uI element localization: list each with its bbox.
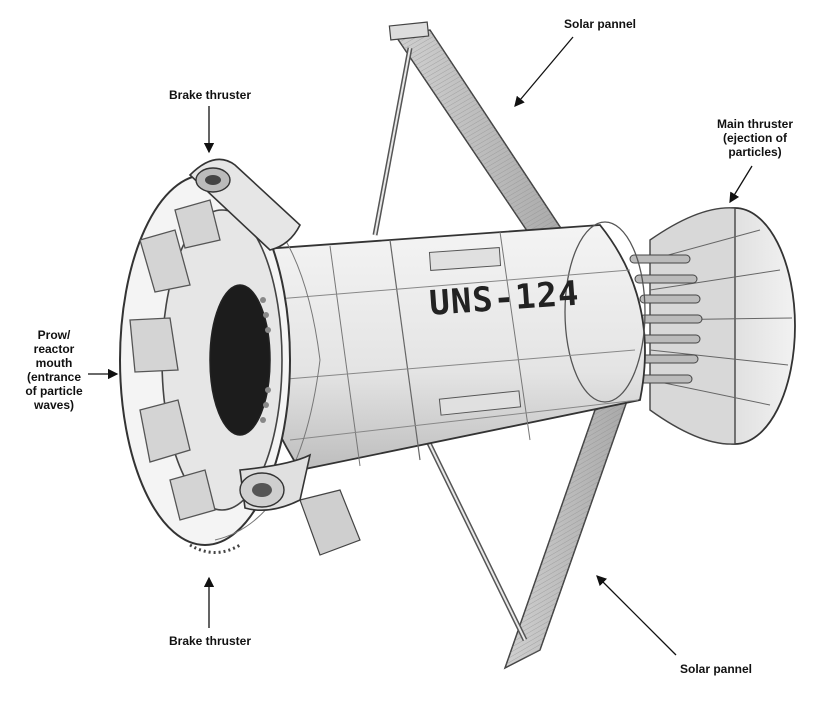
label-brake-thruster-bottom: Brake thruster xyxy=(168,634,252,648)
label-main-thruster: Main thruster (ejection of particles) xyxy=(716,117,793,159)
label-solar-pannel-bottom: Solar pannel xyxy=(679,662,753,676)
arrow-solar-top xyxy=(514,36,574,107)
solar-panel-bottom xyxy=(299,396,630,670)
solar-panel-top xyxy=(372,21,574,251)
label-solar-pannel-top: Solar pannel xyxy=(563,17,637,31)
main-thruster xyxy=(629,207,796,445)
label-prow-reactor-mouth: Prow/ reactor mouth (entrance of particl… xyxy=(25,328,83,412)
label-brake-thruster-top: Brake thruster xyxy=(168,88,252,102)
reactor-mouth xyxy=(119,174,321,546)
arrow-solar-bottom xyxy=(596,575,677,656)
callout-arrows xyxy=(88,36,753,656)
brake-thruster-bottom xyxy=(189,453,312,554)
brake-thruster-top xyxy=(188,158,301,251)
arrow-main-thruster xyxy=(729,165,753,204)
